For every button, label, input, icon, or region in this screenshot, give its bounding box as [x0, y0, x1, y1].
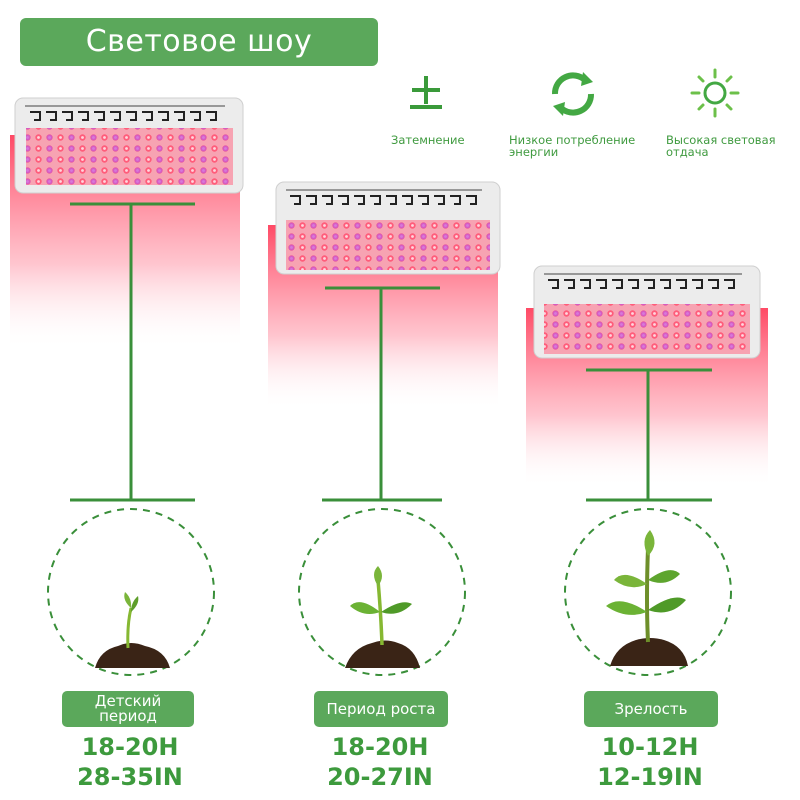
- stage-hours: 18-20H: [331, 733, 429, 761]
- recycle-icon: [552, 72, 594, 116]
- page-title: Световое шоу: [20, 18, 378, 66]
- stage-label-text: Период роста: [326, 699, 436, 718]
- grow-lamp-2: [268, 181, 501, 410]
- stage-label-text: Зрелость: [614, 699, 688, 718]
- stage-distance: 28-35IN: [77, 763, 183, 791]
- stage-label-infant: Детский период: [62, 691, 194, 727]
- feature-low-energy: Низкое потребление энергии: [509, 134, 659, 158]
- lamp-vent-pattern: [286, 189, 482, 205]
- feature-high-output: Высокая световая отдача: [666, 134, 796, 158]
- stage-distance: 12-19IN: [597, 763, 703, 791]
- stage-distance: 20-27IN: [327, 763, 433, 791]
- lamp-vent-pattern: [544, 273, 742, 289]
- stage-hours: 18-20H: [81, 733, 179, 761]
- seedling-plant: [95, 592, 170, 668]
- mature-plant: [606, 530, 688, 666]
- distance-bracket-1: [70, 202, 195, 502]
- plant-frame-3: [564, 508, 732, 676]
- growing-plant: [345, 566, 420, 668]
- feature-label: Затемнение: [391, 133, 465, 147]
- feature-label: Высокая световая отдача: [666, 133, 776, 159]
- distance-bracket-3: [586, 368, 712, 502]
- sun-icon: [690, 68, 740, 118]
- stage-label-text: Детский период: [94, 692, 162, 725]
- dimming-icon: [410, 76, 442, 109]
- feature-label: Низкое потребление энергии: [509, 133, 636, 159]
- stage-hours: 10-12H: [601, 733, 699, 761]
- plant-frame-2: [298, 508, 466, 676]
- grow-lamp-3: [526, 265, 768, 488]
- distance-bracket-2: [322, 286, 442, 502]
- stage-label-growth: Период роста: [314, 691, 448, 727]
- stage-specs-maturity: 10-12H 12-19IN: [570, 732, 730, 792]
- grow-lamp-1: [10, 97, 244, 350]
- stage-label-maturity: Зрелость: [584, 691, 718, 727]
- stage-specs-growth: 18-20H 20-27IN: [300, 732, 460, 792]
- stage-specs-infant: 18-20H 28-35IN: [50, 732, 210, 792]
- lamp-vent-pattern: [25, 105, 225, 121]
- feature-dimming: Затемнение: [391, 134, 501, 146]
- plant-frame-1: [47, 508, 215, 676]
